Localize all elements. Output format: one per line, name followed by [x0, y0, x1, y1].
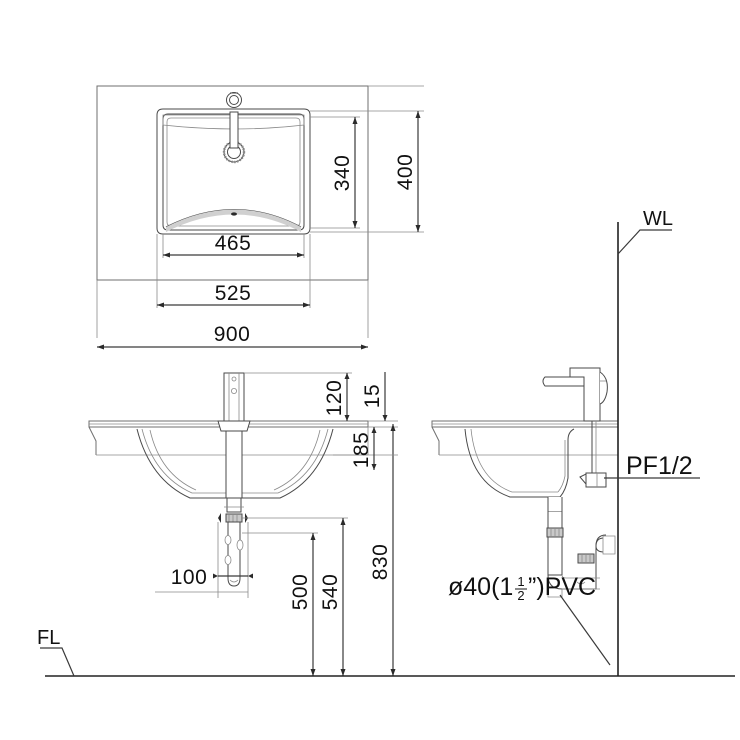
- dimension-900: 900: [97, 323, 368, 350]
- dimension-830: 830: [369, 424, 396, 676]
- dimension-525: 525: [157, 282, 310, 308]
- dimension-340: 340: [331, 117, 358, 228]
- wall-outlet-flange: [603, 536, 615, 554]
- dimension-340-text: 340: [331, 155, 354, 192]
- countertop-outline-top: [97, 86, 368, 280]
- faucet-handle-side: [600, 372, 607, 404]
- dimension-100: 100: [171, 566, 253, 589]
- label-fl: FL: [37, 627, 60, 649]
- label-pvc-suffix: ”)PVC: [528, 573, 596, 601]
- counter-left-edge: [89, 427, 96, 455]
- dimension-900-text: 900: [214, 323, 251, 346]
- label-pf1-2: PF1/2: [626, 452, 693, 480]
- basin-front-band: [166, 209, 301, 232]
- faucet-detail-dot-2: [231, 388, 236, 393]
- drain-nut-front: [226, 514, 242, 522]
- faucet-detail-dot-1: [232, 377, 236, 381]
- label-pvc-frac-denominator: 2: [517, 588, 524, 603]
- faucet-spout-side: [543, 377, 584, 386]
- trap-detail-left: [225, 536, 231, 545]
- drain-hole-top-view: [231, 212, 237, 216]
- dimension-500-text: 500: [289, 574, 312, 611]
- valve-handle-side: [580, 474, 586, 484]
- basin-inner-outline: [163, 114, 304, 230]
- dimension-120: 120: [323, 373, 350, 421]
- label-pvc-group: ø40(1 1 2 ”)PVC: [448, 573, 596, 603]
- dimension-185: 185: [350, 427, 377, 470]
- drain-outlet-side: [548, 497, 562, 512]
- basin-back-wall-side: [560, 429, 574, 497]
- faucet-top-hole-inner: [230, 96, 239, 105]
- top-view-group: 465 525 900 340: [97, 86, 424, 350]
- side-section-group: [432, 368, 618, 597]
- basin-bowl-section-side-inner: [471, 429, 558, 492]
- dimension-465: 465: [163, 232, 304, 258]
- basin-bowl-section-side: [465, 429, 560, 497]
- dimension-15: 15: [361, 372, 388, 421]
- dimension-830-text: 830: [369, 544, 392, 581]
- dimension-120-text: 120: [323, 380, 346, 417]
- faucet-stem-top-view: [230, 112, 238, 148]
- trap-tailpiece-side: [548, 512, 562, 575]
- basin-bowl-wall-right: [274, 430, 320, 490]
- dimension-15-text: 15: [361, 384, 384, 408]
- faucet-body-front: [224, 373, 244, 421]
- wl-leader: [618, 230, 672, 254]
- label-pvc-frac-numerator: 1: [517, 574, 524, 589]
- angle-valve-side: [586, 473, 606, 487]
- basin-bowl-wall-left: [150, 430, 196, 490]
- basin-back-rim: [163, 115, 304, 129]
- label-wl: WL: [643, 208, 673, 230]
- tailpiece-upper-front: [226, 431, 242, 498]
- faucet-body-side: [570, 368, 600, 421]
- dimension-500: 500: [289, 533, 316, 676]
- faucet-hole-knurl: [224, 142, 244, 162]
- dimension-540: 540: [319, 518, 346, 676]
- dimension-465-text: 465: [215, 232, 252, 255]
- dimension-400: 400: [394, 111, 421, 232]
- label-pvc-prefix: ø40(1: [448, 573, 513, 601]
- dimension-100-text: 100: [171, 566, 208, 589]
- trap-detail-left-2: [225, 556, 231, 565]
- counter-left-edge-side: [432, 427, 439, 455]
- dimension-540-text: 540: [319, 574, 342, 611]
- front-section-group: 100 500 540 830: [89, 372, 398, 676]
- dim-tick-left: [218, 513, 221, 523]
- faucet-flange-front: [218, 421, 250, 431]
- reference-lines-group: WL FL PF1/2 ø40(1 1 2 ”)PVC: [37, 208, 735, 676]
- fl-leader: [40, 648, 74, 676]
- trap-detail-right: [237, 540, 243, 550]
- dimension-185-text: 185: [350, 432, 373, 469]
- dimension-525-text: 525: [215, 282, 252, 305]
- tailpiece-collar-front: [227, 498, 241, 512]
- pvc-leader: [560, 595, 610, 665]
- dimension-400-text: 400: [394, 154, 417, 191]
